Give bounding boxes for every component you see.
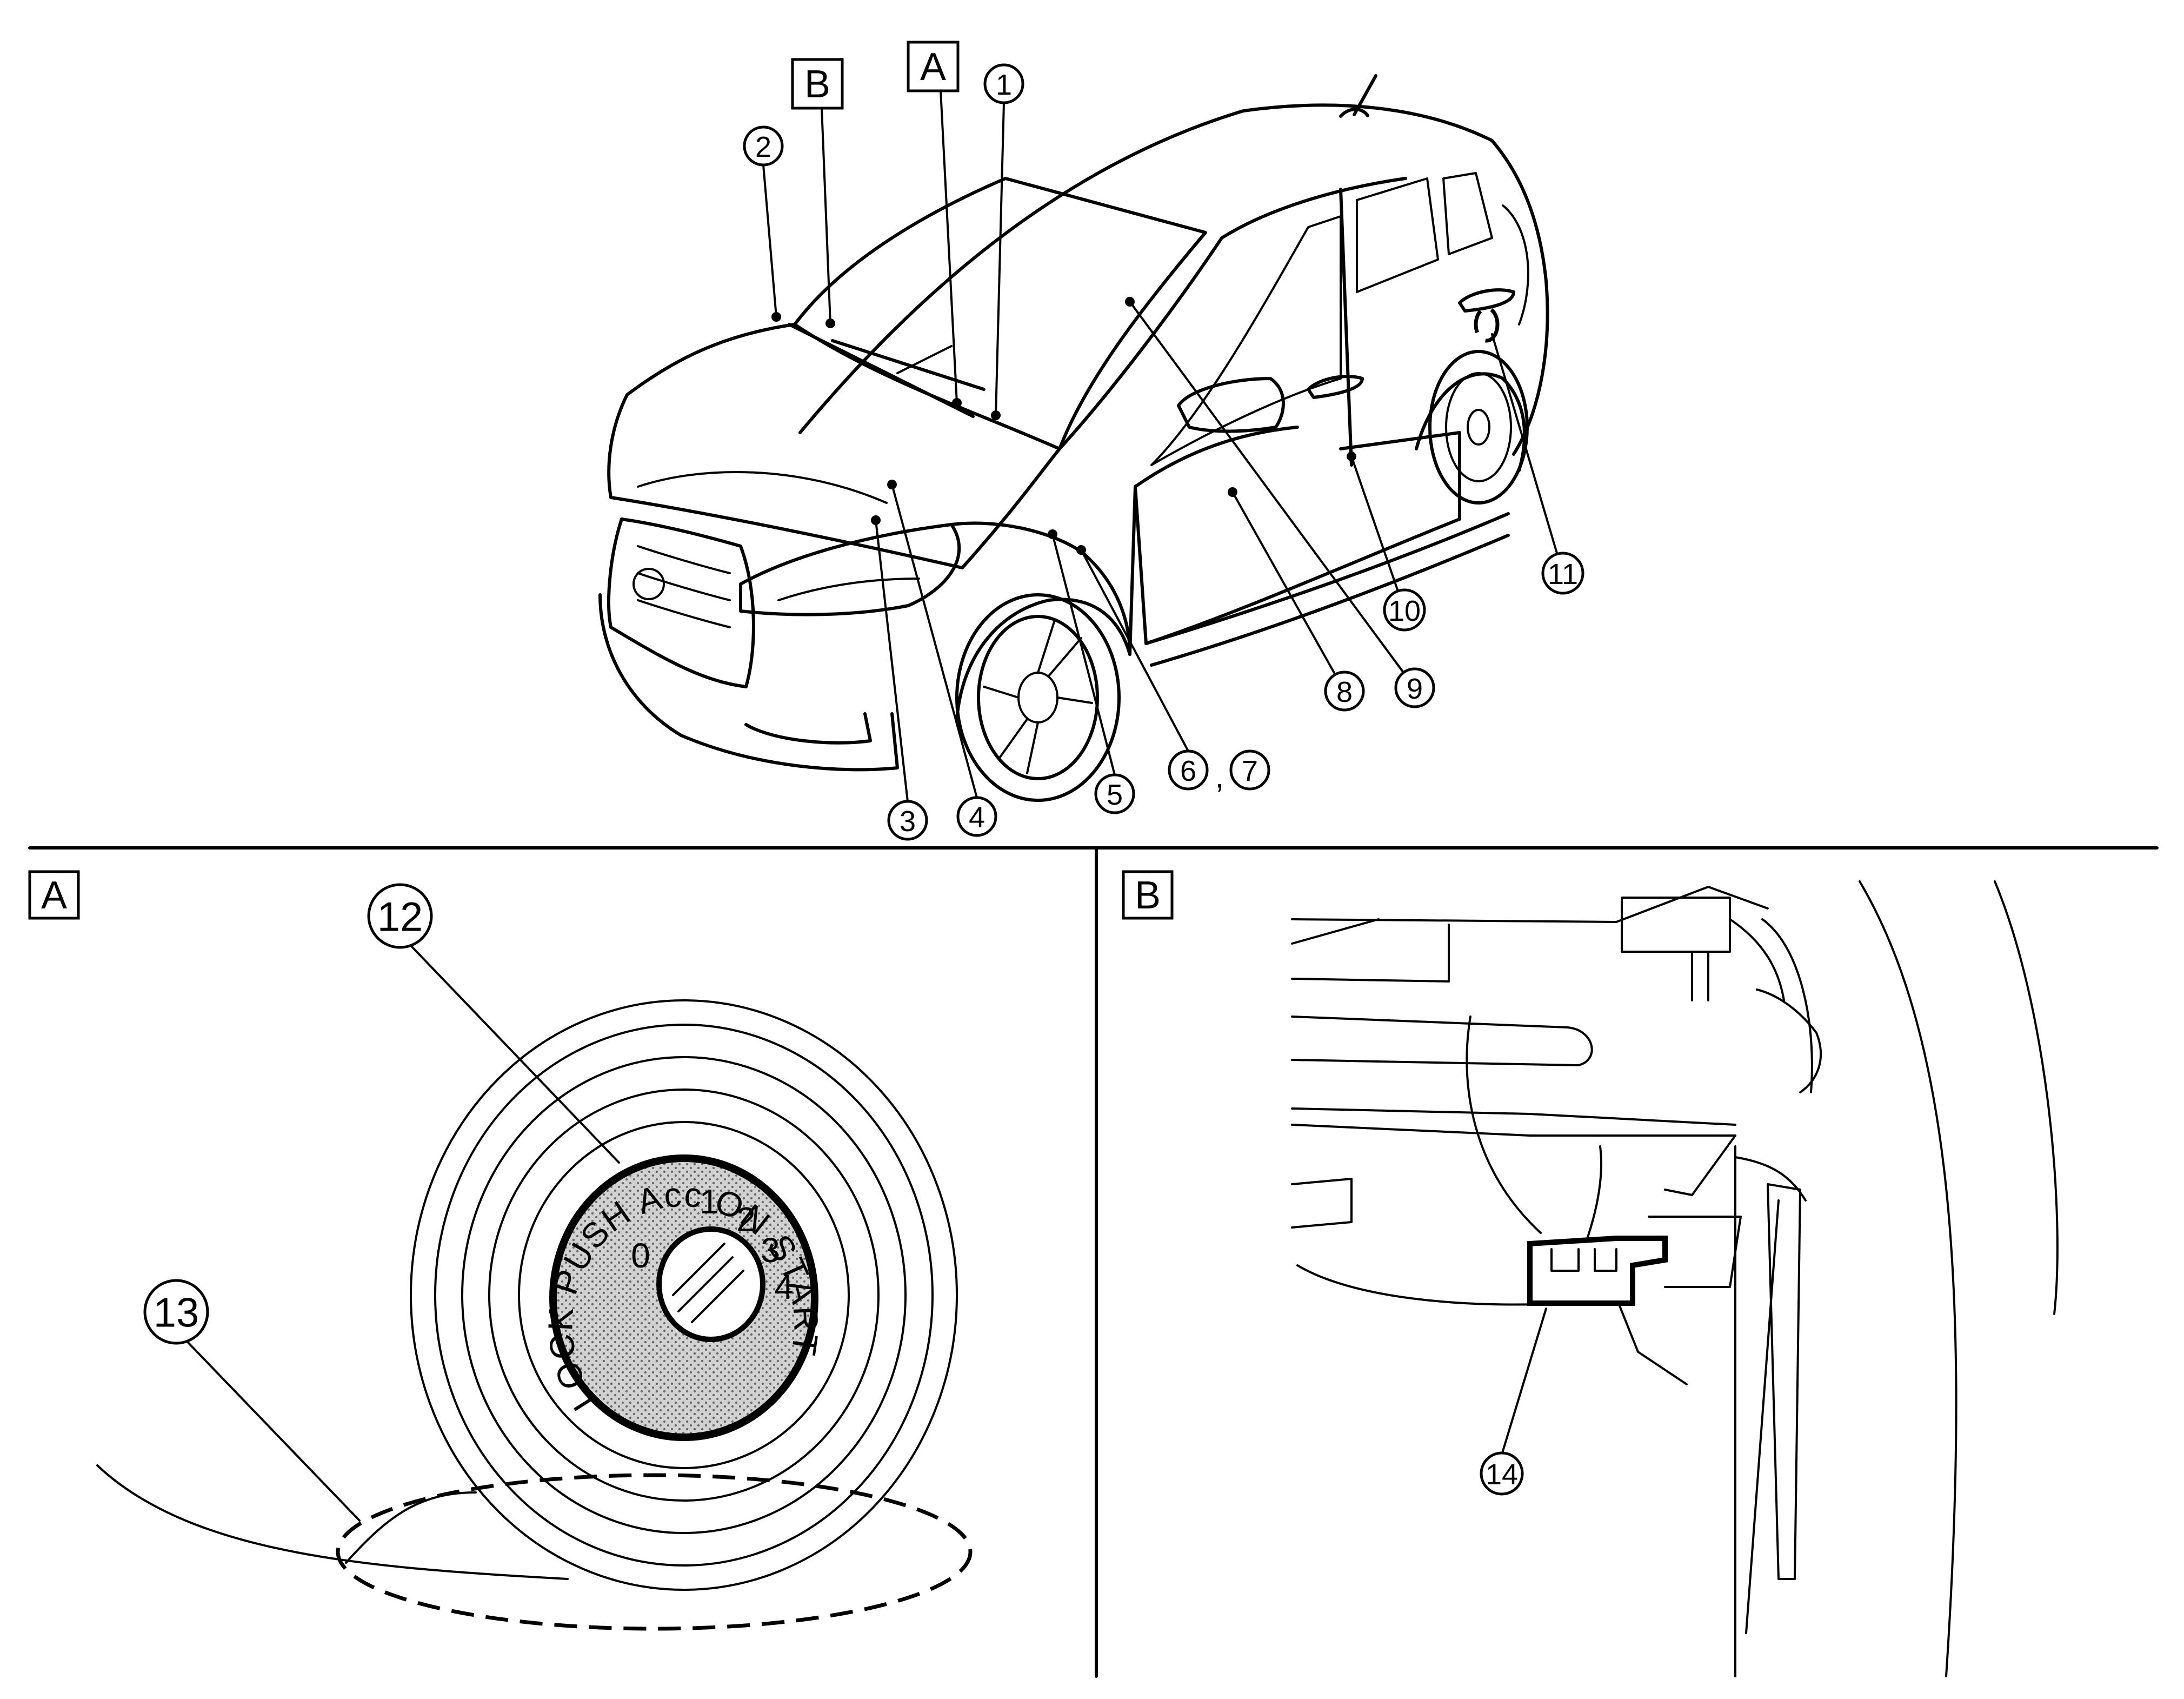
svg-text:4: 4 <box>969 801 985 834</box>
switch-bezel <box>410 999 958 1591</box>
svg-text:4: 4 <box>774 1267 794 1306</box>
box-label-b-top: B <box>791 58 844 110</box>
svg-text:1: 1 <box>996 69 1012 101</box>
vehicle-illustration <box>598 74 1549 802</box>
callout-6: 6 <box>1168 749 1209 791</box>
body-control-module <box>1527 1236 1668 1306</box>
callout-14: 14 <box>1480 1451 1524 1496</box>
svg-text:0: 0 <box>631 1236 650 1275</box>
svg-text:8: 8 <box>1336 676 1353 708</box>
callout-2: 2 <box>743 125 784 167</box>
svg-text:A: A <box>41 874 67 917</box>
front-wheel <box>955 593 1121 802</box>
svg-text:1: 1 <box>700 1182 719 1221</box>
svg-text:3: 3 <box>761 1231 780 1270</box>
svg-text:A: A <box>920 45 946 89</box>
push-button-ignition-switch: LOCK PUSH Acc ON START 0 1 2 3 4 <box>541 1154 825 1441</box>
svg-text:10: 10 <box>1388 595 1421 627</box>
fuel-lid-indicator <box>1474 306 1500 343</box>
svg-text:B: B <box>804 63 830 106</box>
svg-text:6: 6 <box>1180 755 1196 787</box>
callout-4: 4 <box>956 796 997 837</box>
svg-text:3: 3 <box>900 805 916 838</box>
svg-text:2: 2 <box>755 131 771 163</box>
detail-b-panel: B <box>1122 870 2059 1677</box>
rear-wheel <box>1428 350 1529 505</box>
svg-text:2: 2 <box>736 1200 756 1239</box>
dash-structure <box>1291 880 2059 1677</box>
top-anchor-dots <box>771 297 1356 555</box>
callout-separator: , <box>1215 759 1224 795</box>
callout-8: 8 <box>1324 671 1365 712</box>
callout-1: 1 <box>983 63 1024 104</box>
callout-13: 13 <box>143 1279 209 1345</box>
svg-text:B: B <box>1135 874 1161 917</box>
callout-3: 3 <box>887 800 928 841</box>
callout-7: 7 <box>1229 749 1270 791</box>
detail-a-panel: A LOCK PUSH Acc ON START 0 1 2 3 4 <box>28 870 973 1631</box>
callout-11: 11 <box>1541 552 1584 595</box>
svg-text:12: 12 <box>377 894 423 940</box>
svg-text:7: 7 <box>1242 755 1258 787</box>
callout-10: 10 <box>1383 588 1426 632</box>
svg-text:13: 13 <box>154 1290 199 1336</box>
callout-12: 12 <box>367 883 433 949</box>
svg-text:9: 9 <box>1407 673 1423 705</box>
callout-9: 9 <box>1394 667 1435 708</box>
callout-5: 5 <box>1094 773 1135 814</box>
svg-text:14: 14 <box>1486 1458 1518 1491</box>
svg-text:11: 11 <box>1548 558 1578 590</box>
box-label-a-top: A <box>907 41 960 92</box>
svg-text:5: 5 <box>1107 779 1123 811</box>
key-antenna-indicator <box>336 1473 973 1631</box>
top-leader-lines <box>762 90 1564 802</box>
